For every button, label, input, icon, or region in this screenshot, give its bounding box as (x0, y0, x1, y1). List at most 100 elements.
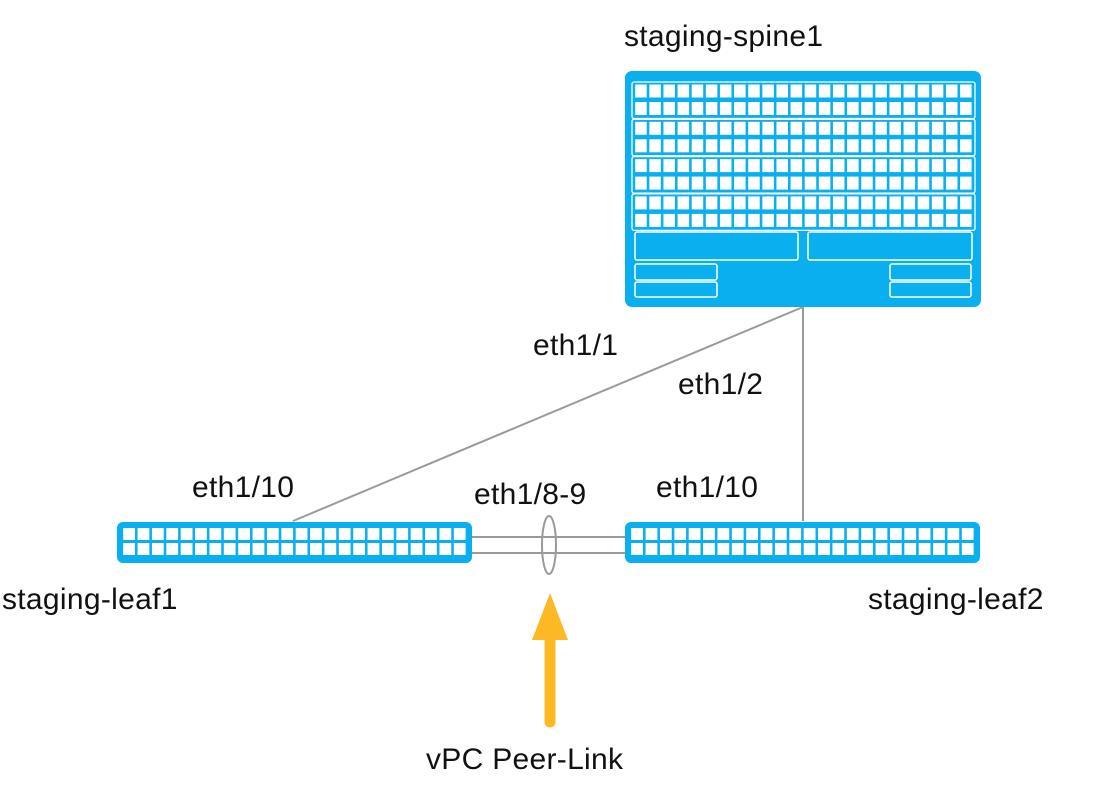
port[interactable] (338, 528, 351, 540)
port[interactable] (917, 121, 930, 135)
port[interactable] (691, 139, 704, 153)
port[interactable] (734, 176, 746, 190)
port[interactable] (762, 176, 774, 190)
port[interactable] (166, 543, 179, 555)
port[interactable] (776, 102, 788, 115)
port[interactable] (847, 196, 859, 210)
port[interactable] (677, 84, 690, 98)
port[interactable] (195, 543, 207, 555)
port[interactable] (734, 121, 746, 135)
port[interactable] (223, 528, 236, 540)
port[interactable] (847, 176, 859, 190)
port[interactable] (804, 176, 817, 190)
port[interactable] (861, 84, 873, 98)
port[interactable] (818, 102, 831, 115)
port[interactable] (410, 543, 423, 555)
port[interactable] (776, 196, 788, 210)
port[interactable] (903, 196, 916, 210)
port[interactable] (762, 139, 774, 153)
port[interactable] (776, 84, 788, 98)
port[interactable] (734, 139, 746, 153)
port[interactable] (903, 213, 916, 227)
port[interactable] (790, 159, 803, 173)
port[interactable] (960, 196, 972, 210)
port[interactable] (645, 528, 658, 540)
port[interactable] (875, 528, 888, 540)
port[interactable] (381, 543, 394, 555)
port[interactable] (295, 543, 308, 555)
port[interactable] (663, 102, 675, 115)
port[interactable] (635, 102, 647, 115)
port[interactable] (166, 528, 179, 540)
port[interactable] (762, 196, 774, 210)
spine-switch-icon[interactable] (625, 71, 981, 307)
port[interactable] (818, 196, 831, 210)
link-spine-leaf1[interactable] (292, 306, 804, 522)
port[interactable] (705, 196, 718, 210)
port[interactable] (803, 528, 816, 540)
port[interactable] (410, 528, 423, 540)
port[interactable] (137, 543, 150, 555)
port[interactable] (847, 139, 859, 153)
port[interactable] (649, 121, 661, 135)
port[interactable] (903, 176, 916, 190)
port[interactable] (790, 102, 803, 115)
port[interactable] (731, 528, 744, 540)
port[interactable] (818, 213, 831, 227)
port[interactable] (748, 84, 760, 98)
port[interactable] (252, 543, 265, 555)
port[interactable] (760, 543, 773, 555)
port[interactable] (381, 528, 394, 540)
port[interactable] (889, 196, 901, 210)
port[interactable] (324, 543, 337, 555)
port[interactable] (659, 528, 672, 540)
port[interactable] (875, 102, 887, 115)
port[interactable] (790, 84, 803, 98)
port[interactable] (889, 543, 902, 555)
port[interactable] (847, 84, 859, 98)
port[interactable] (804, 159, 817, 173)
port[interactable] (861, 159, 873, 173)
port[interactable] (677, 213, 690, 227)
port[interactable] (861, 213, 873, 227)
port[interactable] (734, 213, 746, 227)
port[interactable] (734, 196, 746, 210)
port[interactable] (889, 102, 901, 115)
port[interactable] (847, 159, 859, 173)
port[interactable] (818, 528, 830, 540)
port[interactable] (818, 543, 830, 555)
port[interactable] (748, 102, 760, 115)
port[interactable] (734, 102, 746, 115)
port[interactable] (861, 139, 873, 153)
port[interactable] (691, 176, 704, 190)
port[interactable] (353, 543, 365, 555)
port[interactable] (649, 176, 661, 190)
port[interactable] (931, 121, 944, 135)
port[interactable] (719, 159, 732, 173)
port[interactable] (945, 159, 958, 173)
port[interactable] (748, 121, 760, 135)
port[interactable] (266, 528, 279, 540)
port[interactable] (645, 543, 658, 555)
port[interactable] (195, 528, 207, 540)
port[interactable] (748, 213, 760, 227)
port[interactable] (804, 139, 817, 153)
port[interactable] (717, 528, 730, 540)
port[interactable] (719, 176, 732, 190)
port[interactable] (818, 84, 831, 98)
port[interactable] (847, 213, 859, 227)
port[interactable] (677, 159, 690, 173)
port[interactable] (367, 543, 380, 555)
port[interactable] (180, 528, 193, 540)
port[interactable] (705, 159, 718, 173)
port[interactable] (691, 84, 704, 98)
port[interactable] (832, 159, 845, 173)
port[interactable] (396, 543, 409, 555)
port[interactable] (663, 121, 675, 135)
port[interactable] (663, 159, 675, 173)
port[interactable] (266, 543, 279, 555)
port[interactable] (631, 543, 643, 555)
port[interactable] (790, 121, 803, 135)
port[interactable] (790, 196, 803, 210)
port[interactable] (933, 528, 945, 540)
